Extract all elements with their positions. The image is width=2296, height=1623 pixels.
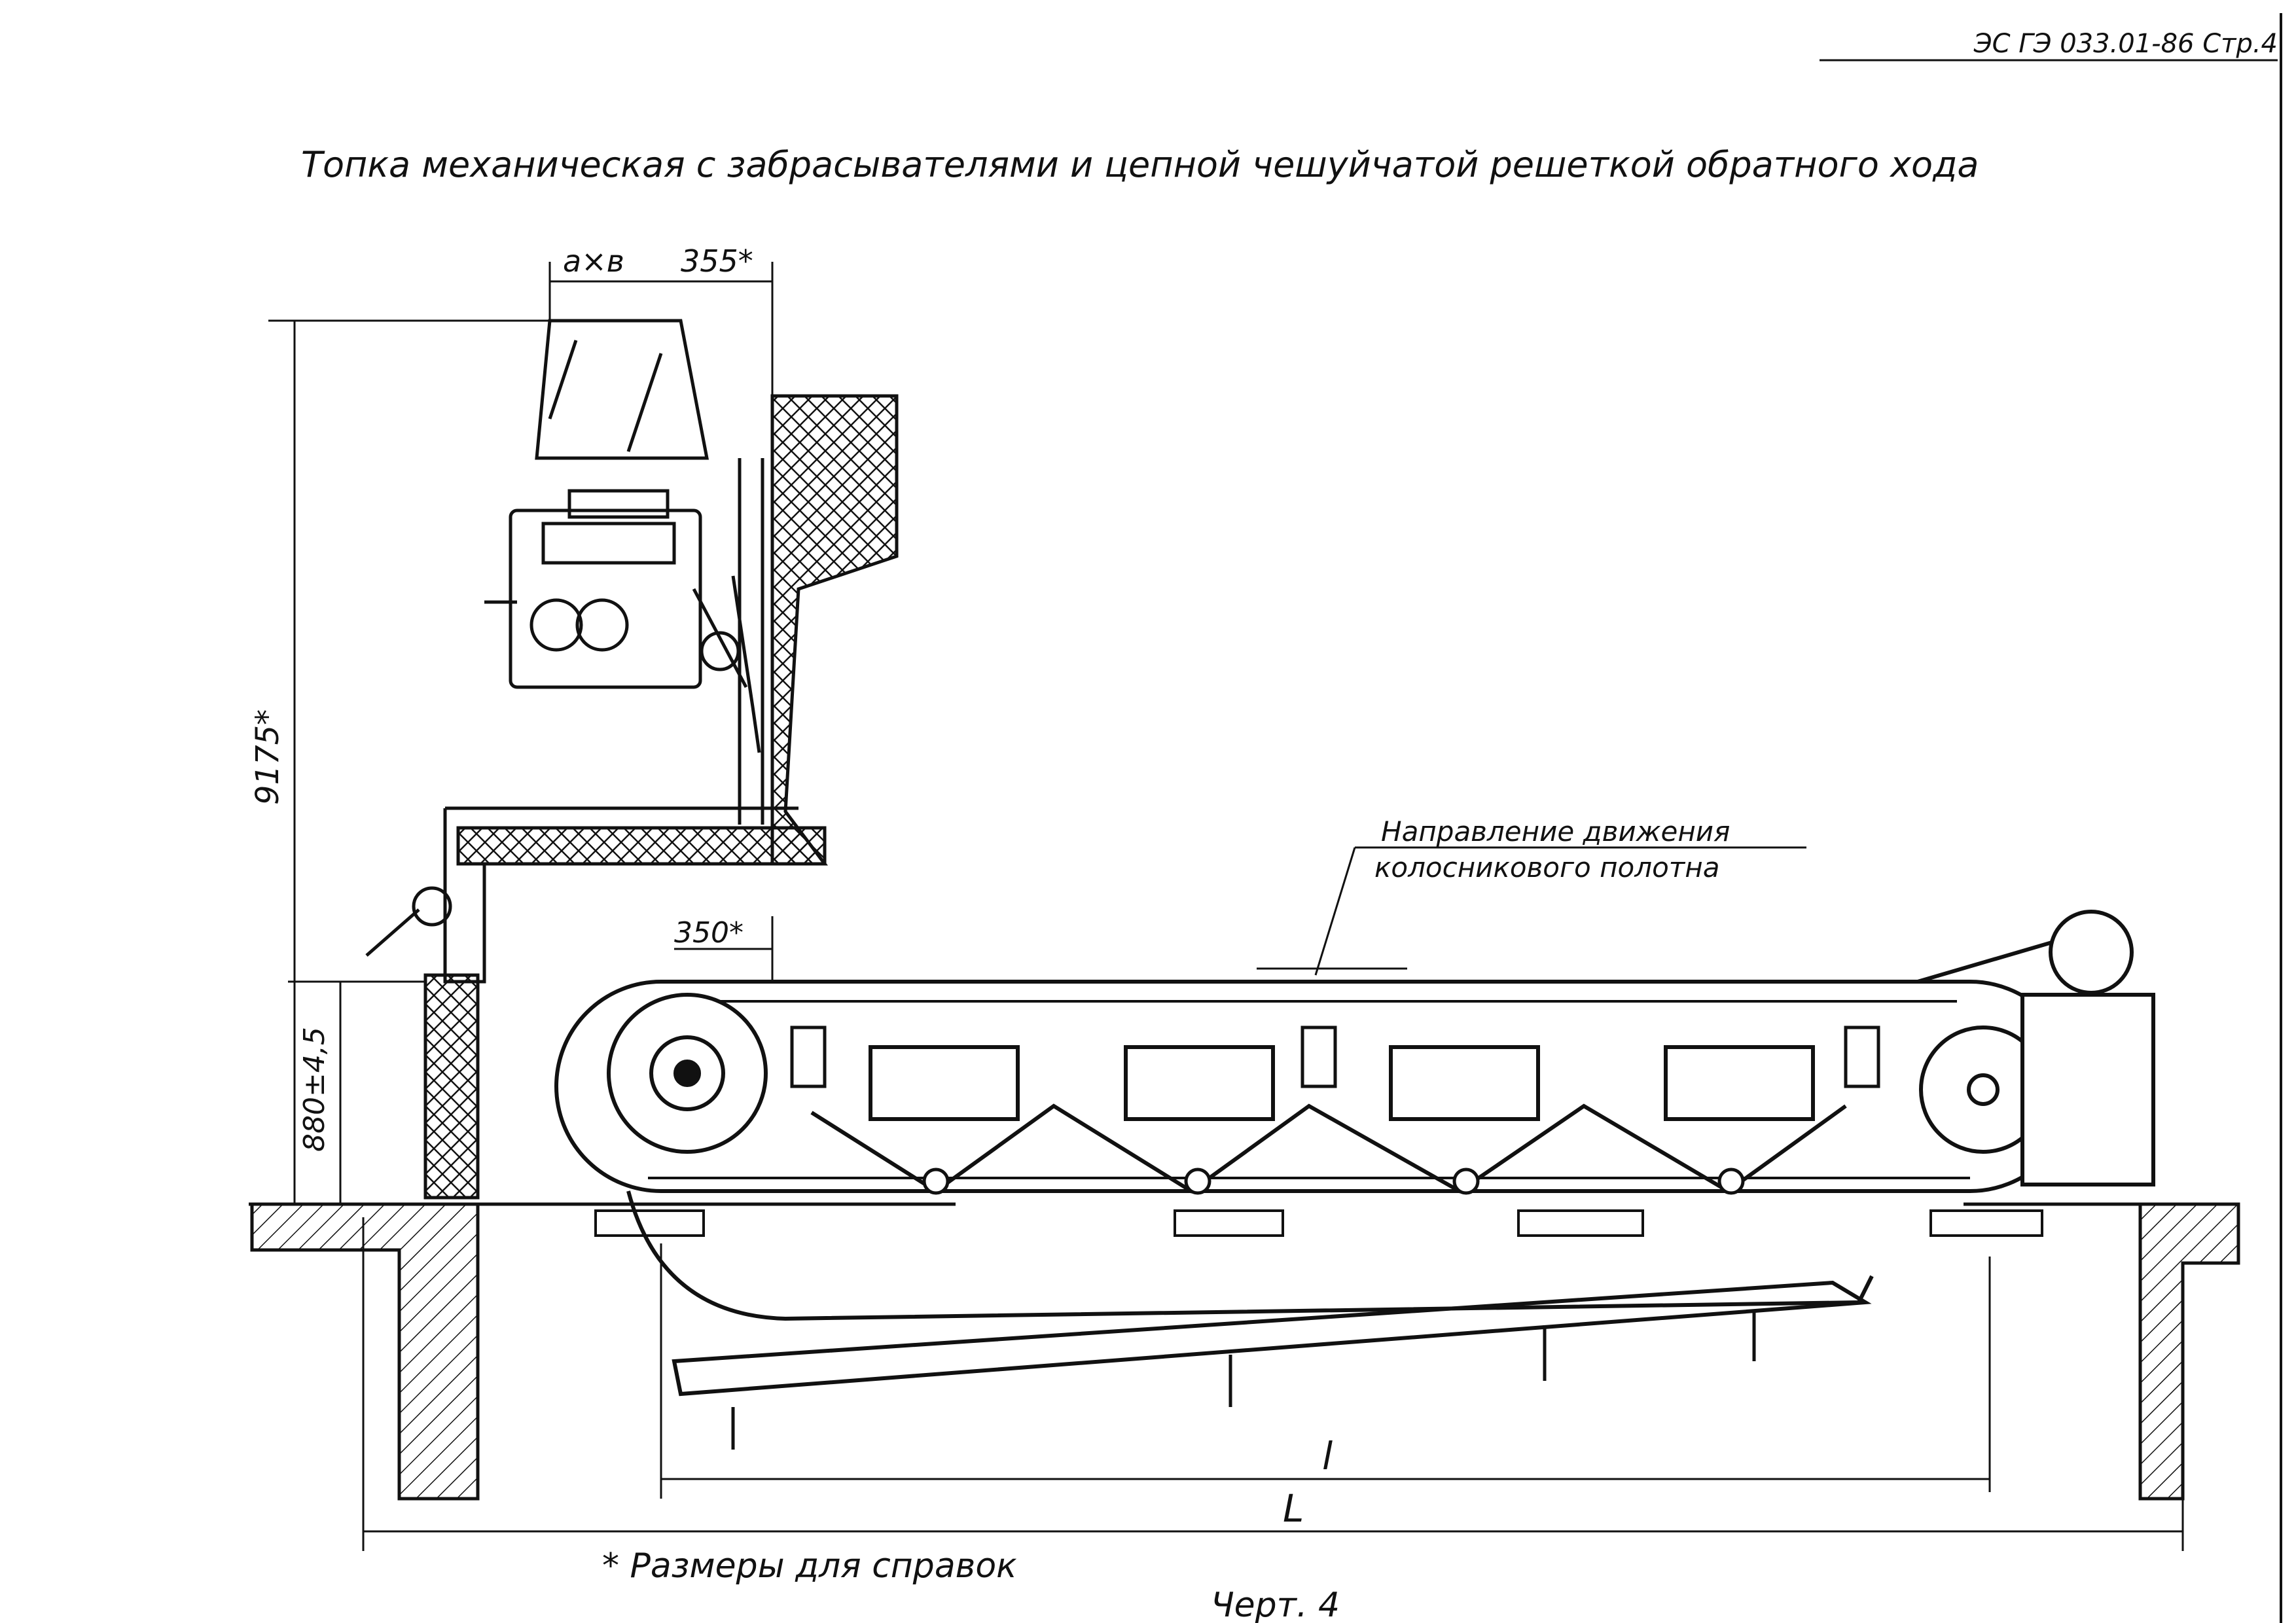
doc-code: ЭС ГЭ 033.01-86 Стр.4 (1973, 29, 2278, 59)
dim-350: 350* (674, 916, 744, 950)
support-rails (594, 1209, 2043, 1237)
dim-9175: 9175* (249, 709, 286, 805)
drawing-caption: Черт. 4 (1211, 1586, 1340, 1623)
air-boxes (810, 1045, 1847, 1194)
front-wall (423, 973, 480, 1200)
dim-880: 880±4,5 (298, 1027, 331, 1152)
grate-pins (922, 1168, 1745, 1195)
front-post (443, 864, 486, 984)
lower-return-chain (626, 1190, 1874, 1321)
drive-sprocket (607, 993, 768, 1154)
front-lever (365, 908, 420, 957)
footnote: * Размеры для справок (602, 1546, 1017, 1586)
direction-label-line1: Направление движения (1381, 815, 1730, 847)
gear-drive (1917, 910, 2155, 1186)
dim-355: 355* (681, 243, 753, 279)
foundation-right (2138, 1202, 2240, 1501)
ash-hopper-slope (672, 1280, 1872, 1397)
dim-l: l (1322, 1434, 1333, 1478)
dim-axb: a×в (563, 243, 624, 279)
slab-frame (443, 806, 798, 864)
frame-posts (790, 1026, 1880, 1088)
dim-L: L (1283, 1486, 1304, 1531)
spreader-feeder (484, 319, 764, 825)
furnace-brickwork-upper (770, 394, 899, 866)
hopper-supports (731, 1312, 1756, 1450)
foundation-left (250, 1202, 480, 1501)
dimension-lines (268, 262, 2184, 1551)
front-fitting (412, 886, 452, 927)
front-slab (456, 826, 827, 866)
drawing-title: Топка механическая с забрасывателями и ц… (301, 144, 1979, 185)
direction-label-line2: колосникового полотна (1374, 851, 1719, 883)
